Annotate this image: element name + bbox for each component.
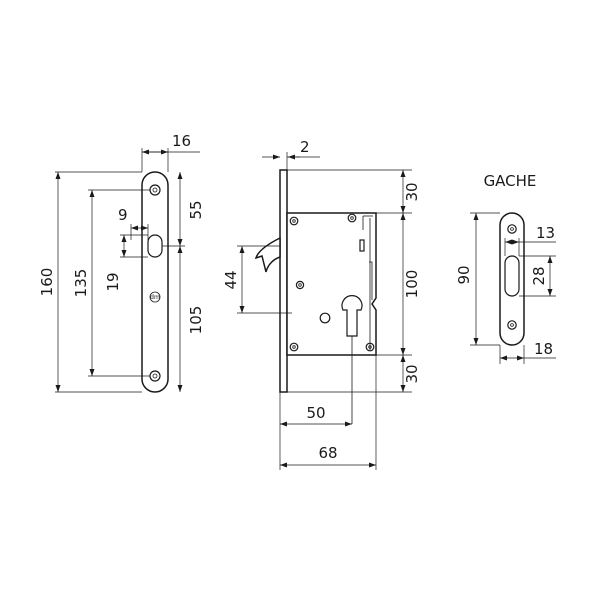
case-screw-bottom-right: [365, 342, 375, 352]
strike-title: GACHE: [484, 172, 537, 190]
strike-slot: [504, 255, 520, 297]
dim-label-slot-height: 19: [104, 272, 122, 291]
dim-label-strike-slot-height: 28: [530, 266, 548, 285]
strike-plate-view: GACHE 90 13 28 18: [455, 172, 556, 364]
case-screw-bottom-left: [289, 342, 299, 352]
cylinder-cutout: [341, 295, 363, 337]
faceplate-logo: [149, 291, 161, 303]
faceplate-mark: dm: [150, 294, 160, 301]
dim-label-slot-to-bottom: 105: [187, 306, 205, 335]
dim-label-strike-height: 90: [455, 265, 473, 284]
case-screw-top-left: [289, 216, 299, 226]
dim-label-strike-width: 18: [534, 340, 553, 358]
case-screw-top-center: [347, 213, 357, 223]
strike-bottom-screw: [507, 320, 517, 330]
dim-label-width: 16: [172, 132, 191, 150]
hook-bolt: [254, 236, 281, 273]
dim-label-depth: 68: [318, 444, 337, 462]
dim-label-top-to-slot: 55: [187, 200, 205, 219]
faceplate-view: dm 160 135 19 16 9 55 105: [38, 132, 205, 393]
dim-label-top-offset: 30: [403, 182, 421, 201]
strike-outline: [499, 212, 525, 346]
faceplate-outline: [141, 171, 169, 393]
dim-label-length: 160: [38, 268, 56, 297]
hook-pivot: [295, 280, 305, 290]
lock-body-view: 2 30 100 30 44 50 68: [222, 138, 421, 470]
dim-label-hook-height: 44: [222, 270, 240, 289]
strike-top-screw: [507, 224, 517, 234]
dim-label-bottom-offset: 30: [403, 364, 421, 383]
dim-label-hole-spacing: 135: [72, 269, 90, 298]
dim-label-slot-width: 9: [118, 206, 128, 224]
front-plate-edge: [279, 169, 288, 393]
spindle-hole: [319, 312, 331, 324]
dim-label-plate-thickness: 2: [300, 138, 310, 156]
dim-label-backset: 50: [306, 404, 325, 422]
lock-case-outline: [286, 212, 377, 356]
dim-label-strike-slot-width: 13: [536, 224, 555, 242]
dim-label-center-distance: 100: [403, 270, 421, 299]
